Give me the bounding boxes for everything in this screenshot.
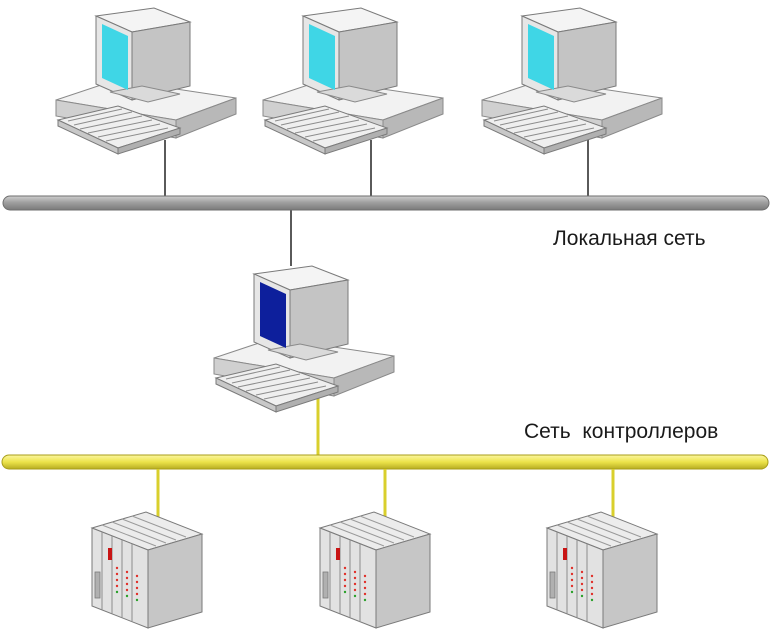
controller-1 xyxy=(91,511,203,629)
local-network-label: Локальная сеть xyxy=(553,227,706,250)
controller-network-label: Сеть контроллеров xyxy=(524,420,719,443)
monitor-screen xyxy=(102,24,128,90)
workstation-1 xyxy=(55,7,237,155)
operator-station xyxy=(213,265,395,413)
controller-3 xyxy=(546,511,658,629)
workstation-3 xyxy=(481,7,663,155)
monitor-screen xyxy=(309,24,335,90)
controller-2 xyxy=(319,511,431,629)
controller-bus xyxy=(1,454,769,470)
monitor-screen xyxy=(528,24,554,90)
monitor-screen xyxy=(260,282,286,348)
lan-bus xyxy=(2,195,770,211)
workstation-2 xyxy=(262,7,444,155)
